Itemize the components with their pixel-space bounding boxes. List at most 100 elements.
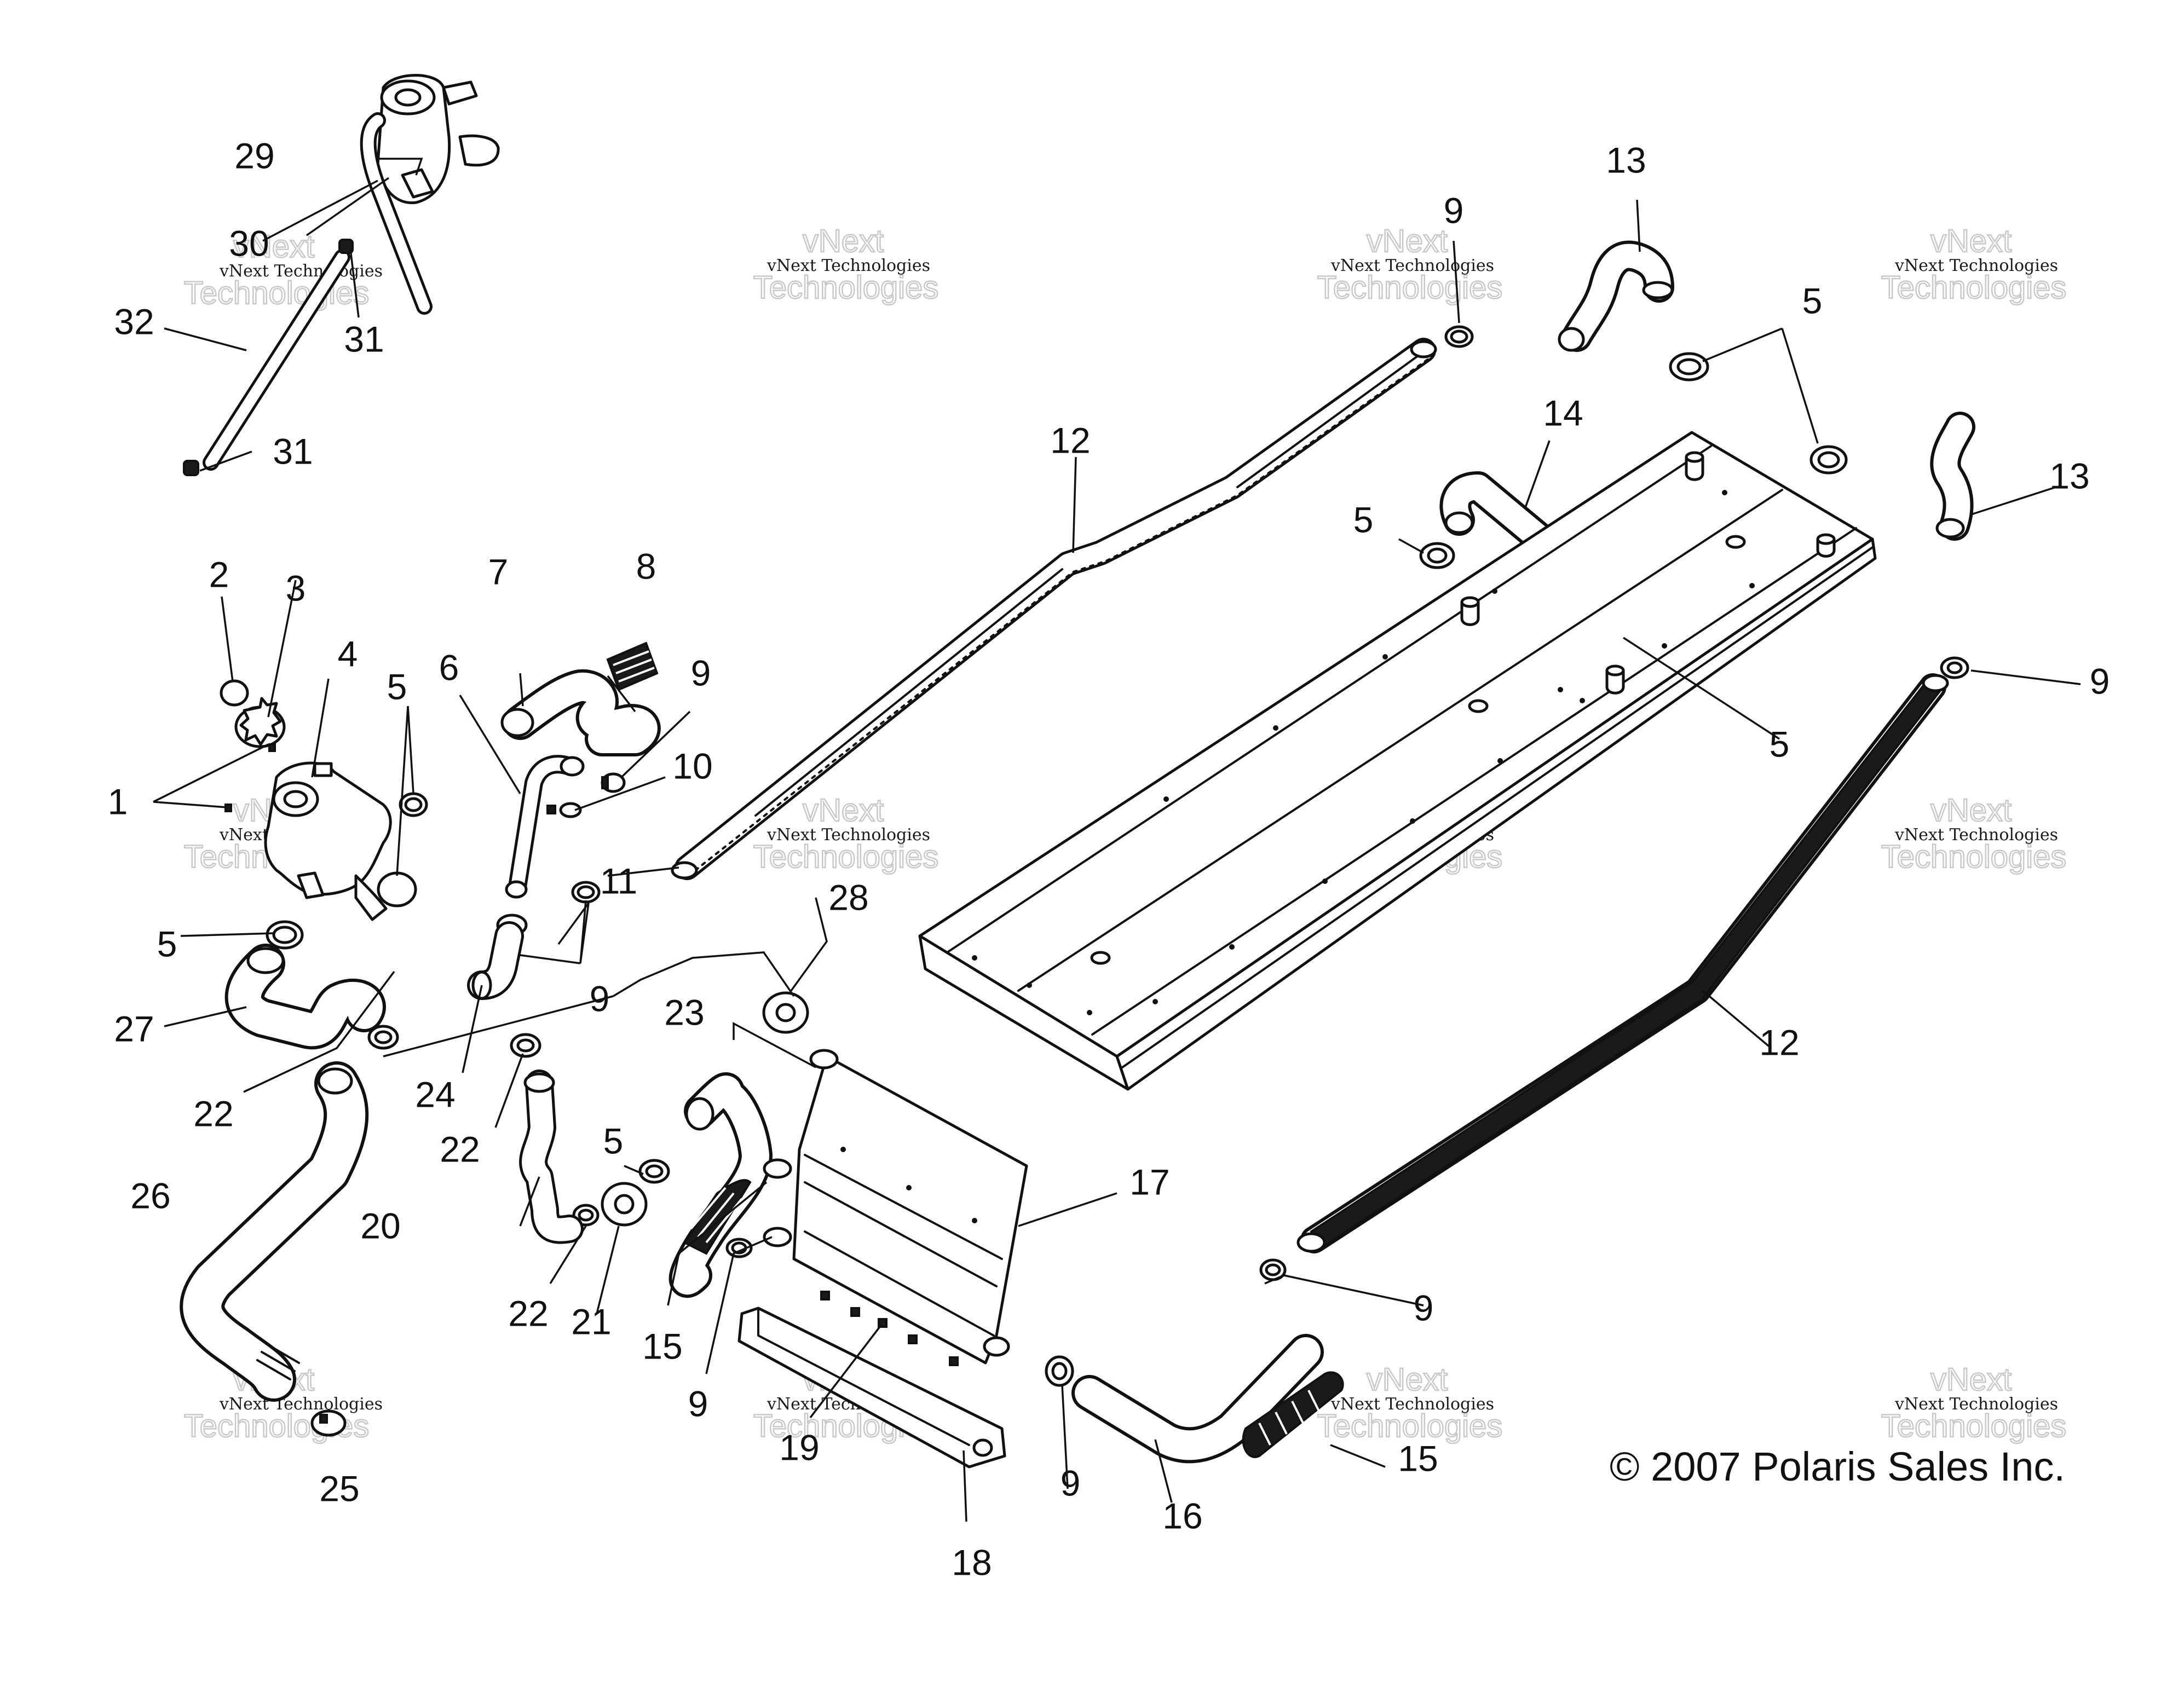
callout-2: 2 <box>209 554 229 594</box>
callout-7: 7 <box>488 551 509 592</box>
callout-9-e: 9 <box>1414 1287 1434 1328</box>
callout-9-g: 9 <box>2090 661 2110 701</box>
watermark-small: vNext Technologies <box>767 825 930 845</box>
callout-6: 6 <box>439 647 459 687</box>
callout-15-a: 15 <box>642 1326 682 1366</box>
part-clamps-upper <box>546 772 626 818</box>
part-pipe-12-upper <box>671 338 1437 880</box>
watermark-small: vNext Technologies <box>767 256 930 275</box>
callout-18: 18 <box>952 1542 992 1582</box>
watermark-large-bottom: Technologies <box>184 275 370 311</box>
watermark-large-bottom: Technologies <box>1881 839 2067 875</box>
watermark-small: vNext Technologies <box>219 1395 383 1414</box>
watermark-large-top: vNext <box>803 793 884 828</box>
part-hose-7 <box>500 669 661 756</box>
callout-14: 14 <box>1543 392 1583 433</box>
callout-5-a: 5 <box>387 666 407 707</box>
callout-31-lower: 31 <box>273 431 313 471</box>
watermark-large-bottom: Technologies <box>753 839 939 875</box>
part-bolts-19 <box>820 1291 959 1366</box>
part-heat-exchanger-17 <box>725 1049 1028 1365</box>
part-hose-13-top <box>1558 240 1674 352</box>
watermark-small: vNext Technologies <box>1330 256 1494 275</box>
watermark: vNext Technologies vNext Technologies <box>1880 1361 2067 1445</box>
callout-8: 8 <box>636 546 656 586</box>
watermark: vNext Technologies vNext Technologies <box>1880 223 2067 307</box>
callout-5-b: 5 <box>157 923 177 964</box>
callout-9-d: 9 <box>1061 1463 1081 1503</box>
callout-19: 19 <box>779 1427 819 1467</box>
watermark-large-bottom: Technologies <box>1317 1408 1503 1444</box>
callout-9-c: 9 <box>688 1383 708 1424</box>
callout-32: 32 <box>114 301 154 342</box>
watermark-large-top: vNext <box>803 223 884 259</box>
part-clamp-25 <box>310 1409 347 1437</box>
callout-24: 24 <box>415 1074 455 1114</box>
callout-21: 21 <box>571 1301 611 1342</box>
callout-3: 3 <box>286 568 306 608</box>
callout-15-b: 15 <box>1398 1438 1438 1478</box>
callout-22-c: 22 <box>508 1293 548 1333</box>
callout-4: 4 <box>338 633 358 674</box>
callout-23: 23 <box>664 992 704 1032</box>
watermark-large-bottom: Technologies <box>753 270 939 305</box>
watermark-large-top: vNext <box>1931 793 2012 828</box>
callout-5-f: 5 <box>1770 724 1790 764</box>
callout-17: 17 <box>1130 1161 1169 1202</box>
watermark-large-top: vNext <box>1931 1362 2012 1397</box>
callouts: 29 30 31 32 31 2 3 4 5 1 5 27 22 26 25 7… <box>108 135 2110 1582</box>
part-hose-27 <box>224 944 386 1050</box>
watermark-large-top: vNext <box>1367 223 1448 259</box>
callout-26: 26 <box>130 1175 170 1216</box>
watermark-large-bottom: Technologies <box>1881 270 2067 305</box>
watermark: vNext Technologies vNext Technologies <box>1880 792 2067 876</box>
callout-5-d: 5 <box>1802 280 1823 321</box>
part-filler-neck <box>220 679 392 921</box>
callout-28: 28 <box>828 877 868 917</box>
callout-22-a: 22 <box>193 1093 233 1134</box>
part-hose-16 <box>1045 1258 1324 1464</box>
part-pipe-12-lower <box>1296 673 1949 1253</box>
watermark-small: vNext Technologies <box>1894 256 2058 275</box>
watermark-large-top: vNext <box>1931 223 2012 259</box>
part-grommet-28 <box>762 991 809 1034</box>
callout-1: 1 <box>108 781 128 822</box>
watermark-small: vNext Technologies <box>1894 1395 2058 1414</box>
part-tunnel-tray <box>918 431 1877 1091</box>
callout-9-a: 9 <box>691 652 711 693</box>
callout-20: 20 <box>360 1205 400 1246</box>
watermark-small: vNext Technologies <box>1330 1395 1494 1414</box>
watermark: vNext Technologies vNext Technologies <box>1316 223 1503 307</box>
part-grommet-21 <box>601 1182 648 1227</box>
watermark: vNext Technologies vNext Technologies <box>1316 1361 1503 1445</box>
callout-11: 11 <box>600 860 638 901</box>
part-clamps-22 <box>367 1025 600 1227</box>
watermark-large-bottom: Technologies <box>1317 270 1503 305</box>
callout-9-b: 9 <box>590 978 610 1019</box>
part-hose-26 <box>180 1061 369 1402</box>
callout-22-b: 22 <box>440 1129 480 1169</box>
watermark-small: vNext Technologies <box>219 262 383 281</box>
callout-9-f: 9 <box>1444 190 1464 230</box>
part-coolant-bottle <box>360 74 500 315</box>
watermark-large-top: vNext <box>1367 1362 1448 1397</box>
callout-31-upper: 31 <box>344 319 384 359</box>
callout-10: 10 <box>672 745 712 786</box>
callout-16: 16 <box>1162 1495 1202 1536</box>
part-pipe-6 <box>505 755 585 899</box>
part-hose-20 <box>519 1070 584 1244</box>
callout-29: 29 <box>234 135 274 176</box>
callout-12-upper: 12 <box>1050 420 1090 460</box>
callout-27: 27 <box>114 1008 154 1049</box>
callout-30: 30 <box>229 223 269 263</box>
callout-25: 25 <box>319 1468 359 1508</box>
callout-12-lower: 12 <box>1759 1022 1799 1062</box>
part-spring-8 <box>606 641 659 691</box>
watermark: vNext Technologies vNext Technologies <box>752 223 939 307</box>
part-sleeve-15 <box>1242 1371 1344 1458</box>
callout-5-e: 5 <box>1353 499 1374 540</box>
callout-13-right: 13 <box>2049 455 2089 496</box>
watermark-large-bottom: Technologies <box>1881 1408 2067 1444</box>
part-vent-tube <box>183 239 354 476</box>
